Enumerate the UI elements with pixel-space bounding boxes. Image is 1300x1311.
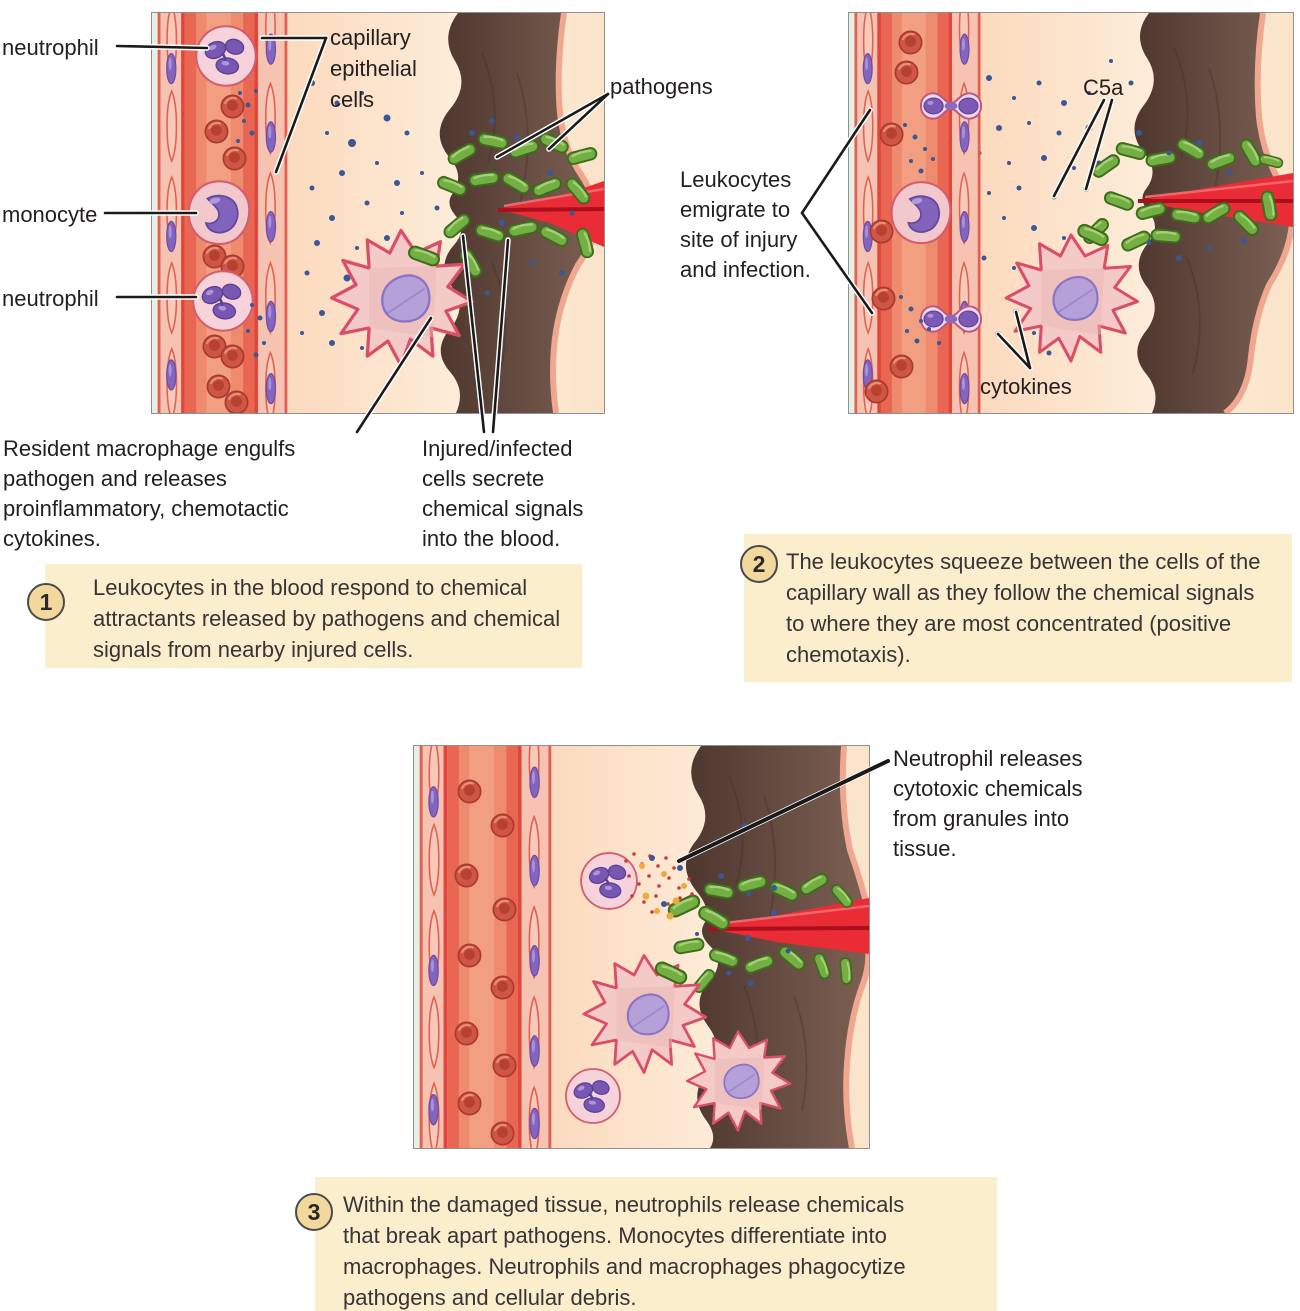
panel-3-illustration	[413, 745, 870, 1149]
step-2-box: The leukocytes squeeze between the cells…	[744, 534, 1292, 682]
step-1-badge: 1	[27, 583, 65, 621]
neutrophil-cell	[191, 269, 255, 333]
step-1-text: Leukocytes in the blood respond to chemi…	[93, 575, 561, 662]
label-neutrophil-bottom: neutrophil	[2, 286, 99, 311]
step-2-text: The leukocytes squeeze between the cells…	[786, 549, 1261, 667]
label-neutrophil-releases: Neutrophil releases cytotoxic chemicals …	[893, 746, 1083, 861]
step-2-badge: 2	[740, 545, 778, 583]
capillary-vessel	[414, 745, 551, 1149]
caption-injured-cells: Injured/infected cells secrete chemical …	[422, 436, 584, 551]
wound	[707, 898, 869, 954]
step-3-badge: 3	[295, 1193, 333, 1231]
label-neutrophil-top: neutrophil	[2, 35, 99, 60]
step-3-box: Within the damaged tissue, neutrophils r…	[315, 1177, 997, 1311]
label-pathogens: pathogens	[610, 74, 713, 99]
label-leukocytes-emigrate: Leukocytes emigrate to site of injury an…	[680, 167, 811, 282]
step-3-text: Within the damaged tissue, neutrophils r…	[343, 1192, 906, 1310]
caption-resident-macrophage: Resident macrophage engulfs pathogen and…	[3, 436, 296, 551]
label-capillary-epithelial-cells: capillary epithelial cells	[330, 25, 417, 112]
panel-2-illustration	[848, 12, 1294, 414]
monocyte-cell	[890, 181, 952, 245]
label-cytokines: cytokines	[980, 374, 1072, 399]
granule-spray	[624, 852, 694, 920]
step-1-box: Leukocytes in the blood respond to chemi…	[45, 564, 582, 668]
label-c5a: C5a	[1083, 75, 1124, 100]
label-monocyte: monocyte	[2, 202, 98, 227]
monocyte-cell	[187, 180, 251, 246]
neutrophil-cell	[194, 24, 258, 88]
